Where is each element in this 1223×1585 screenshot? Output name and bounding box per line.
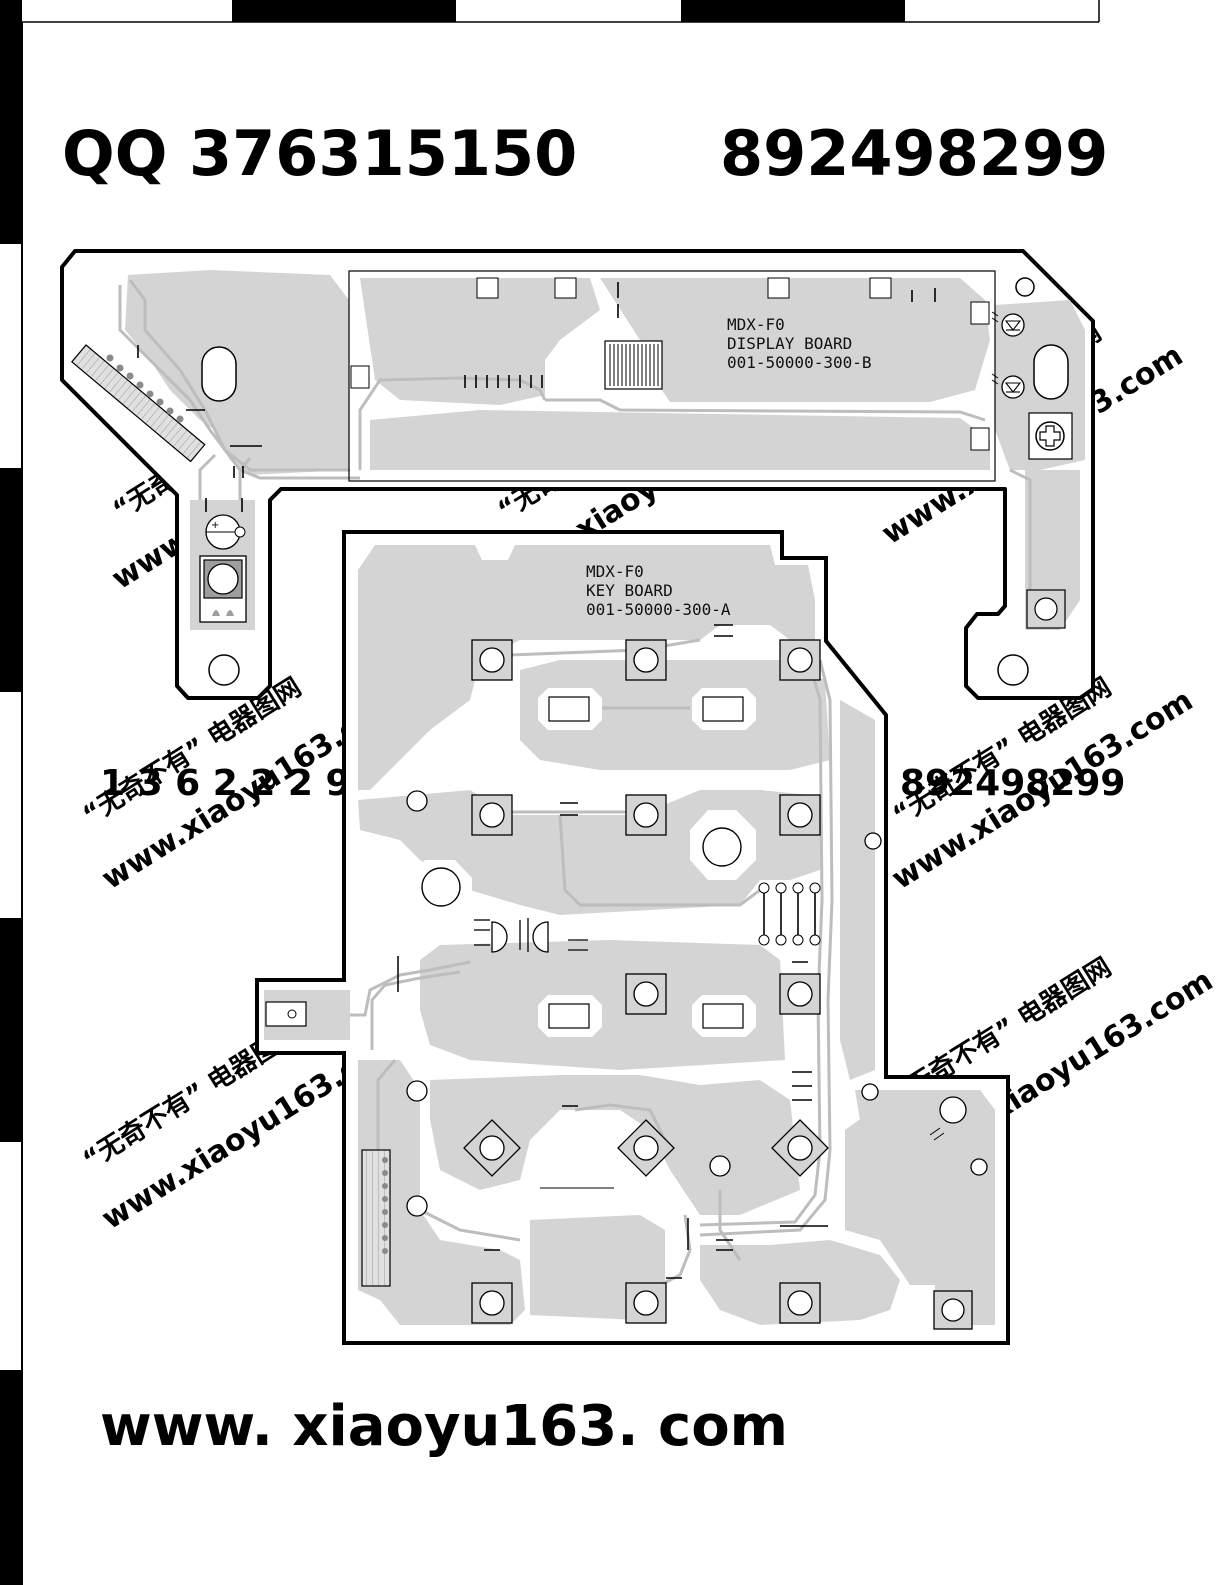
tact-switch-pads xyxy=(471,639,973,1330)
pad xyxy=(476,277,499,299)
led-icon xyxy=(991,311,1025,337)
tact-switch xyxy=(625,794,667,836)
svg-text:+: + xyxy=(211,520,219,531)
display-board: + MDX-F0 DISPLAY BOARD 001-50000-300-B xyxy=(60,249,1095,700)
watermark-site-bottom: www. xiaoyu163. com xyxy=(100,1394,788,1459)
key-board-model: MDX-F0 xyxy=(586,562,644,581)
octagon-pads xyxy=(410,810,756,920)
diamond-switch-pads xyxy=(463,1119,829,1177)
led-window xyxy=(692,995,756,1037)
tact-switch xyxy=(471,1282,513,1324)
pad xyxy=(970,427,990,451)
capacitor-icon: + xyxy=(205,514,246,550)
display-ground-plane xyxy=(360,278,600,405)
tact-switch-diamond xyxy=(617,1119,675,1177)
pad xyxy=(554,277,577,299)
watermark-mid-number-right: 892498299 xyxy=(900,763,1125,804)
tact-switch xyxy=(779,794,821,836)
led-window xyxy=(692,688,756,730)
mounting-hole xyxy=(1015,277,1035,297)
key-board: MDX-F0 KEY BOARD 001-50000-300-A xyxy=(255,530,1010,1345)
tact-switch-diamond xyxy=(463,1119,521,1177)
header-pins xyxy=(763,888,816,940)
key-board-part-number: 001-50000-300-A xyxy=(586,600,731,619)
registration-mark xyxy=(0,0,22,244)
pad xyxy=(350,365,370,389)
tact-switch xyxy=(933,1290,973,1330)
led-window xyxy=(538,995,602,1037)
pad xyxy=(767,277,790,299)
led-windows xyxy=(538,688,756,1037)
flex-solder-pads xyxy=(106,354,184,423)
key-ground-plane xyxy=(358,545,815,790)
key-ground-plane xyxy=(855,1090,940,1130)
flex-connector xyxy=(71,344,206,463)
display-board-model: MDX-F0 xyxy=(727,315,785,334)
registration-mark xyxy=(232,0,456,22)
connector-tab xyxy=(265,1001,307,1027)
smd-markers xyxy=(397,624,828,1279)
display-board-part-number: 001-50000-300-B xyxy=(727,353,872,372)
registration-mark xyxy=(0,468,22,692)
key-ground-plane xyxy=(430,1075,800,1215)
tact-switch xyxy=(471,794,513,836)
flex-connector xyxy=(361,1149,391,1287)
display-traces xyxy=(118,279,1032,600)
display-ground-plane xyxy=(600,278,990,402)
tact-switch xyxy=(779,1282,821,1324)
key-ground-plane xyxy=(840,700,875,1080)
header-pin-pads xyxy=(758,882,821,946)
left-margin-bar xyxy=(0,0,22,1585)
page-frame xyxy=(0,0,1100,1585)
mounting-slot xyxy=(1033,344,1069,400)
led-icon xyxy=(991,373,1025,399)
sensor-icon xyxy=(199,555,247,623)
display-ground-plane xyxy=(370,410,990,470)
sensor-icon xyxy=(929,1096,967,1141)
tact-switch xyxy=(625,1282,667,1324)
display-ground-plane xyxy=(125,270,349,475)
tact-switch-diamond xyxy=(771,1119,829,1177)
key-ground-plane xyxy=(358,1060,525,1325)
watermark-qq-top: QQ 376315150 xyxy=(62,117,577,190)
registration-mark xyxy=(0,1370,22,1585)
key-traces xyxy=(350,638,834,1292)
tact-switch xyxy=(625,639,667,681)
transistor-icon xyxy=(474,918,588,953)
led-window xyxy=(538,688,602,730)
registration-mark xyxy=(681,0,905,22)
mounting-hole xyxy=(997,654,1029,686)
mounting-hole xyxy=(208,654,240,686)
pad xyxy=(869,277,892,299)
key-ground-plane xyxy=(845,1090,995,1325)
watermark-qq-top-right: 892498299 xyxy=(720,117,1108,190)
tact-switch xyxy=(471,639,513,681)
tact-switch xyxy=(625,973,667,1015)
tact-switch xyxy=(779,639,821,681)
screw-icon xyxy=(1028,412,1073,460)
key-ground-plane xyxy=(520,660,830,770)
tact-switch xyxy=(779,973,821,1015)
key-ground-plane xyxy=(420,940,785,1070)
key-board-name: KEY BOARD xyxy=(586,581,673,600)
mounting-slot xyxy=(201,346,237,402)
display-board-name: DISPLAY BOARD xyxy=(727,334,852,353)
smd-markers xyxy=(137,282,936,512)
pad xyxy=(970,301,990,325)
registration-mark xyxy=(0,918,22,1142)
ic-pins xyxy=(609,344,659,386)
pad-square xyxy=(1026,589,1066,629)
key-mounting-holes xyxy=(406,790,988,1217)
